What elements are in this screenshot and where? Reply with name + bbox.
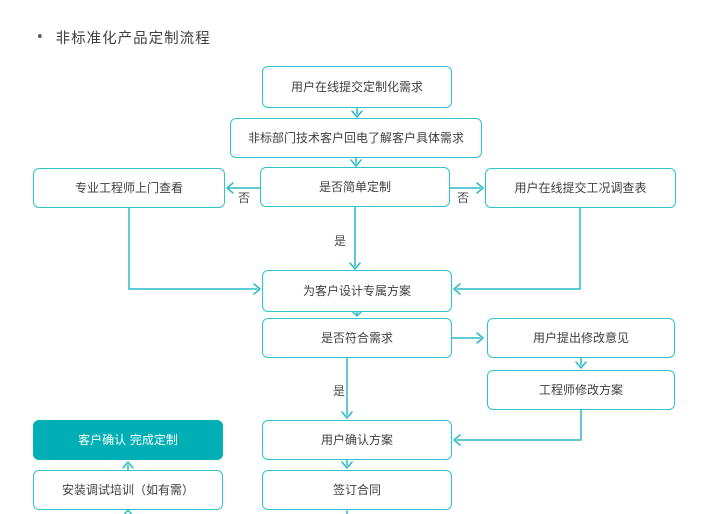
node-revision-feedback: 用户提出修改意见: [487, 318, 675, 358]
node-is-simple-custom: 是否简单定制: [260, 167, 450, 207]
node-engineer-revision: 工程师修改方案: [487, 370, 675, 410]
edge-decision-yes-down: [349, 206, 361, 270]
node-custom-complete: 客户确认 完成定制: [33, 420, 223, 460]
node-engineer-visit: 专业工程师上门查看: [33, 168, 225, 208]
title-text: 非标准化产品定制流程: [55, 31, 211, 47]
edge-feedback-to-revision: [575, 357, 587, 369]
edge-revision-to-confirm: [453, 409, 582, 446]
node-submit-requirement: 用户在线提交定制化需求: [262, 66, 452, 108]
edge-decision-no-right: [449, 182, 484, 194]
edge-visit-to-design: [128, 207, 261, 295]
edge-decision-no-left: [226, 182, 261, 194]
node-sign-contract: 签订合同: [262, 470, 452, 510]
edge-design-to-meets: [351, 310, 363, 317]
node-install-training: 安装调试培训（如有需）: [33, 470, 223, 510]
title-bullet-icon: •: [36, 30, 45, 45]
node-meets-needs: 是否符合需求: [262, 318, 452, 358]
edge-submit-to-callback: [351, 107, 363, 118]
edge-meets-yes-down: [341, 357, 353, 419]
edge-label-no-right: 否: [456, 191, 469, 205]
edge-confirm-to-contract: [341, 459, 353, 469]
edge-meets-to-feedback: [451, 332, 484, 344]
node-condition-survey: 用户在线提交工况调查表: [485, 168, 676, 208]
edge-stub-bottom-left: [123, 509, 133, 514]
edge-callback-to-decision: [350, 157, 362, 167]
edge-label-no-left: 否: [237, 191, 250, 205]
edge-training-to-complete: [122, 461, 134, 471]
page-title: • 非标准化产品定制流程: [36, 27, 211, 48]
node-confirm-plan: 用户确认方案: [262, 420, 452, 460]
node-design-plan: 为客户设计专属方案: [262, 270, 452, 312]
edge-survey-to-design: [453, 207, 581, 295]
edge-label-yes-simple: 是: [333, 234, 346, 248]
node-dept-callback: 非标部门技术客户回电了解客户具体需求: [230, 118, 482, 158]
edge-label-yes-meets: 是: [332, 384, 345, 398]
